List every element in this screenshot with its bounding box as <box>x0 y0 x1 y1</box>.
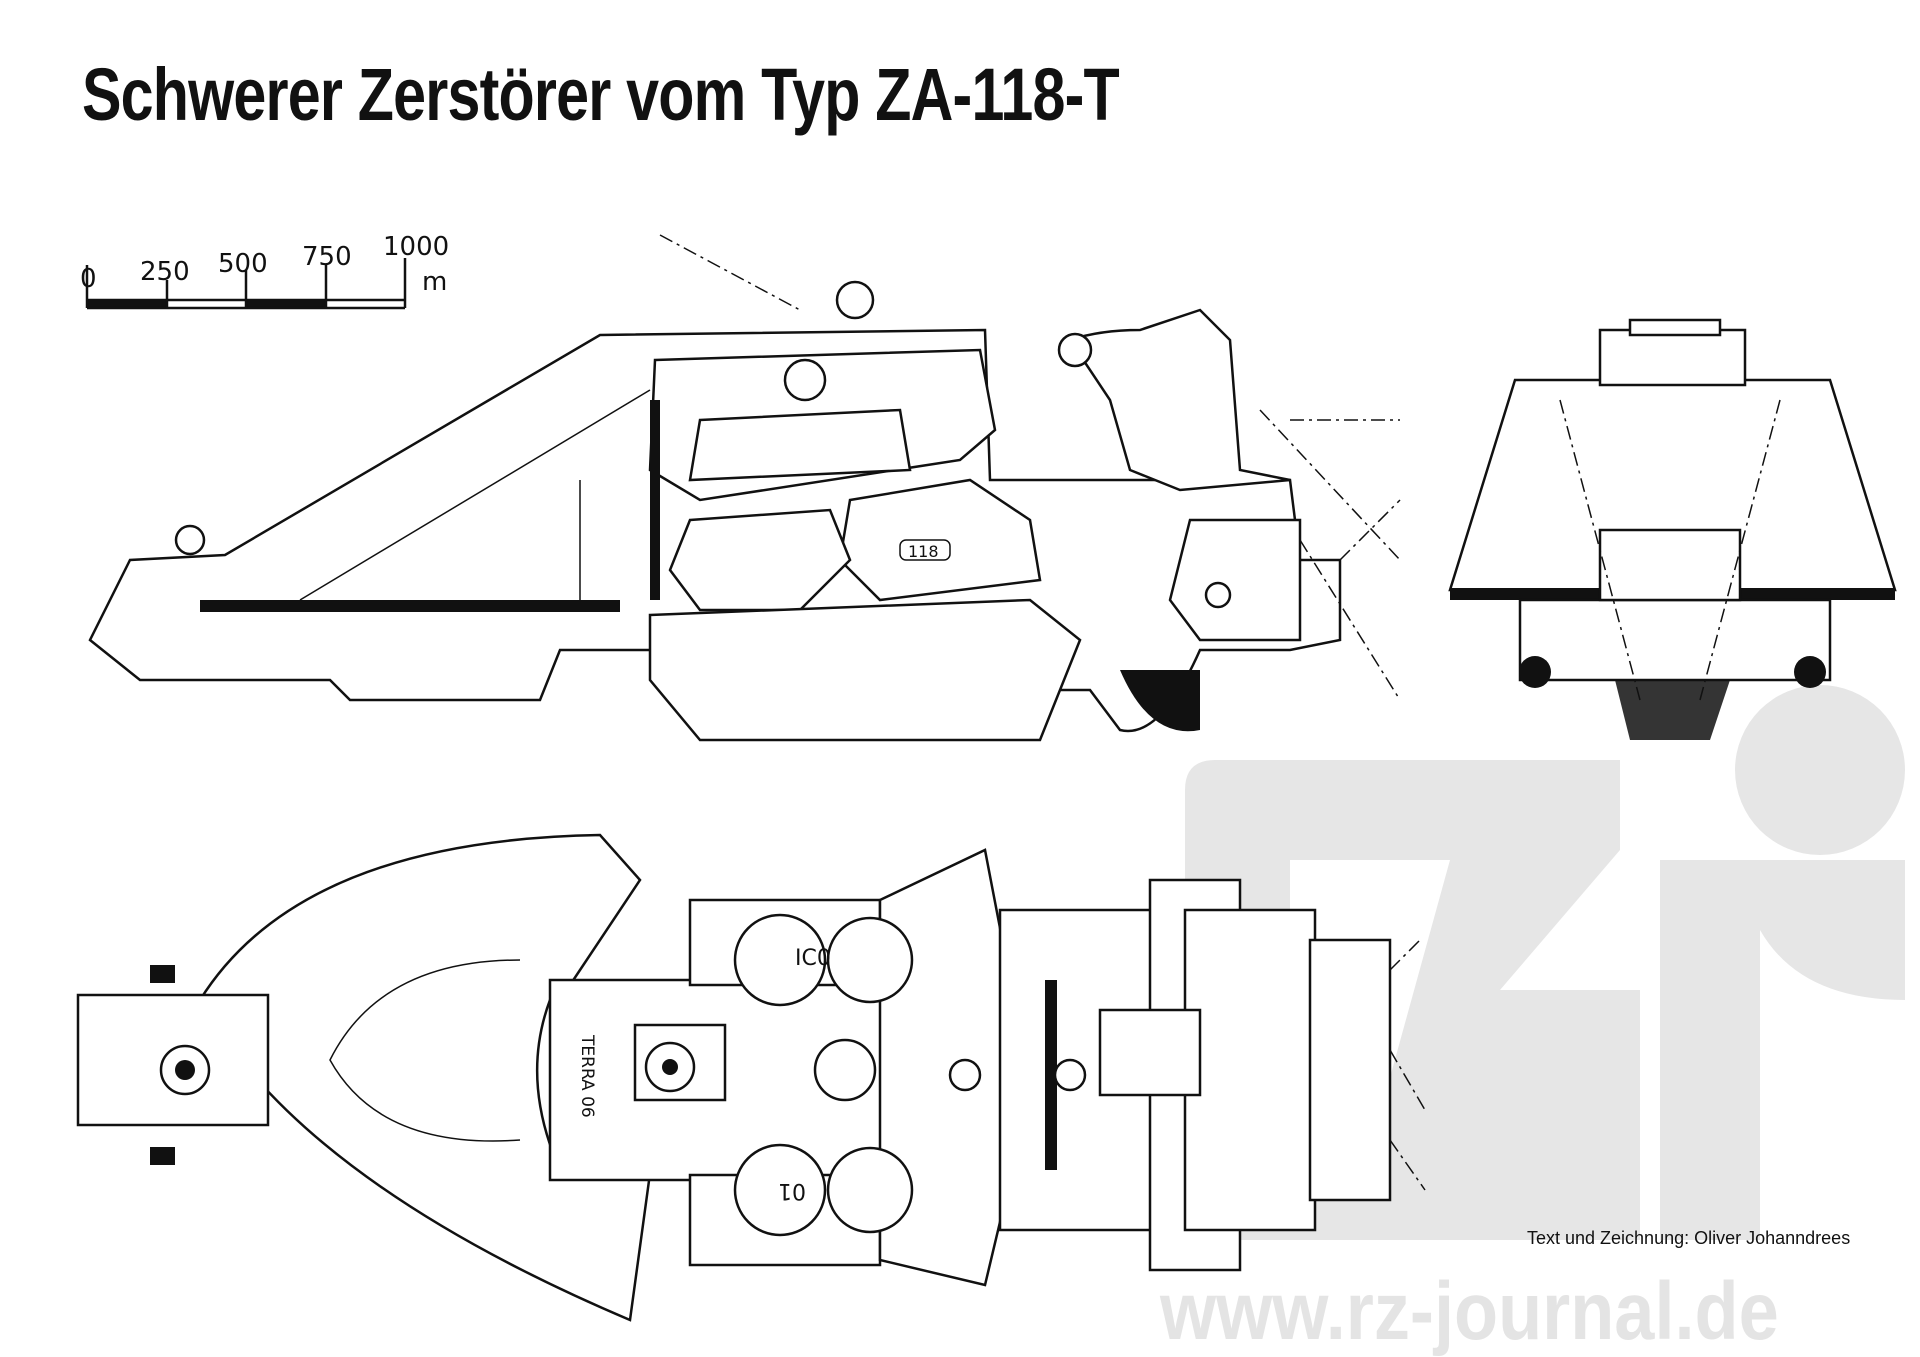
page-title: Schwerer Zerstörer vom Typ ZA-118-T <box>82 53 1120 136</box>
scale-label-500: 500 <box>218 249 268 279</box>
scale-label-1000: 1000 <box>383 232 449 262</box>
scale-unit: m <box>422 267 447 297</box>
watermark-url: www.rz-journal.de <box>1160 1266 1779 1357</box>
top-marking-lower: 01 <box>778 1178 806 1203</box>
scale-label-0: 0 <box>80 264 97 294</box>
side-hull-number: 118 <box>908 542 939 561</box>
scale-label-250: 250 <box>140 257 190 287</box>
top-marking-upper: IC0 <box>795 946 831 971</box>
top-hull-name: TERRA 06 <box>577 1034 597 1118</box>
credit-text: Text und Zeichnung: Oliver Johanndrees <box>1527 1228 1851 1248</box>
scale-label-750: 750 <box>302 242 352 272</box>
